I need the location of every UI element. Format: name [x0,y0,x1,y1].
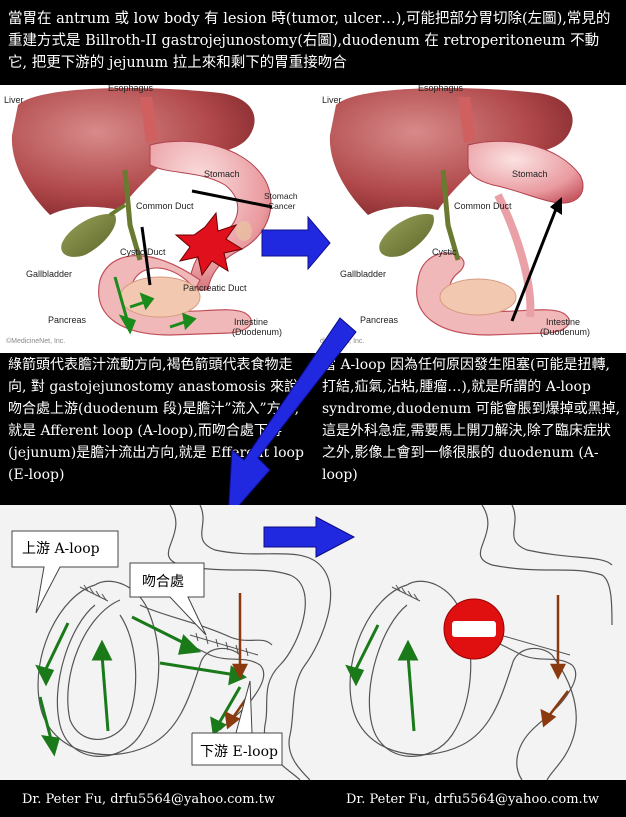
watermark-right: dicineNet, Inc. [320,338,364,345]
label-gallbladder-left: Gallbladder [26,269,72,279]
label-pancreas-left: Pancreas [48,315,87,325]
food-arrows-left [224,593,252,730]
anatomy-panel: Liver Esophagus Stomach Stomach Cancer C… [0,85,626,353]
bile-arrows-right [345,624,419,732]
tumor-star [174,211,244,277]
label-esophagus-right: Esophagus [418,85,464,93]
footer-credit-right: Dr. Peter Fu, drfu5564@yahoo.com.tw [346,792,599,807]
label-liver-right: Liver [322,95,342,105]
label-intestine-left-1: Intestine [234,317,268,327]
obstruction-sign [443,598,505,660]
label-intestine-right-1: Intestine [546,317,580,327]
label-cystic-duct-left: Cystic Duct [120,247,166,257]
resection-line-lower [140,226,152,286]
label-pancreas-right: Pancreas [360,315,399,325]
right-anatomy [329,88,584,336]
top-description: 當胃在 antrum 或 low body 有 lesion 時(tumor, … [8,11,611,71]
label-intestine-right-2: (Duodenum) [540,327,590,337]
right-loops [349,505,613,780]
esophagus-left [140,97,158,143]
transition-arrow-bottom [263,516,356,558]
left-anatomy [11,88,273,336]
callout-e-loop [191,680,283,766]
label-stomach-cancer-1: Stomach [264,191,298,201]
transition-arrow-top [261,215,331,271]
left-loops [37,505,332,780]
callout-a-loop-text: 上游 A-loop [22,541,100,557]
common-duct-left [122,169,143,261]
jejunum-arrow [510,208,558,322]
label-esophagus-left: Esophagus [108,85,154,93]
label-cystic-right: Cystic [432,247,457,257]
staple-line-left [79,584,259,657]
label-pancreatic-duct-left: Pancreatic Duct [183,283,247,293]
label-common-duct-right: Common Duct [454,201,512,211]
callout-e-loop-text: 下游 E-loop [200,744,278,760]
label-intestine-left-2: (Duodenum) [232,327,282,337]
callout-a-loop [11,530,119,614]
label-common-duct-left: Common Duct [136,201,194,211]
label-stomach-right: Stomach [512,169,548,179]
anatomy-illustration: Liver Esophagus Stomach Stomach Cancer C… [4,85,590,345]
schema-panel: 上游 A-loop 吻合處 下游 E-loop [0,505,626,780]
label-stomach-left: Stomach [204,169,240,179]
label-gallbladder-right: Gallbladder [340,269,386,279]
food-arrows-right [540,595,569,728]
callout-anastomosis-text: 吻合處 [142,574,184,590]
resection-line-upper [191,189,273,209]
duodenum-left [98,255,252,336]
explanation-right: 當 A-loop 因為任何原因發生阻塞(可能是扭轉,打結,疝氣,沾粘,腫瘤…),… [322,357,621,483]
explanation-left: 綠箭頭代表膽汁流動方向,褐色箭頭代表食物走向, 對 gastojejunosto… [8,357,304,483]
watermark-left: ©MedicineNet, Inc. [6,337,65,345]
label-liver-left: Liver [4,95,24,105]
label-stomach-cancer-2: Cancer [268,201,296,211]
stomach-left [149,140,272,291]
callout-anastomosis [129,562,207,636]
footer-credit-left: Dr. Peter Fu, drfu5564@yahoo.com.tw [22,792,275,807]
gallbladder-left [61,214,116,257]
bile-arrows-left [35,615,247,757]
loop-schematic [11,505,613,780]
liver-left [11,88,255,215]
